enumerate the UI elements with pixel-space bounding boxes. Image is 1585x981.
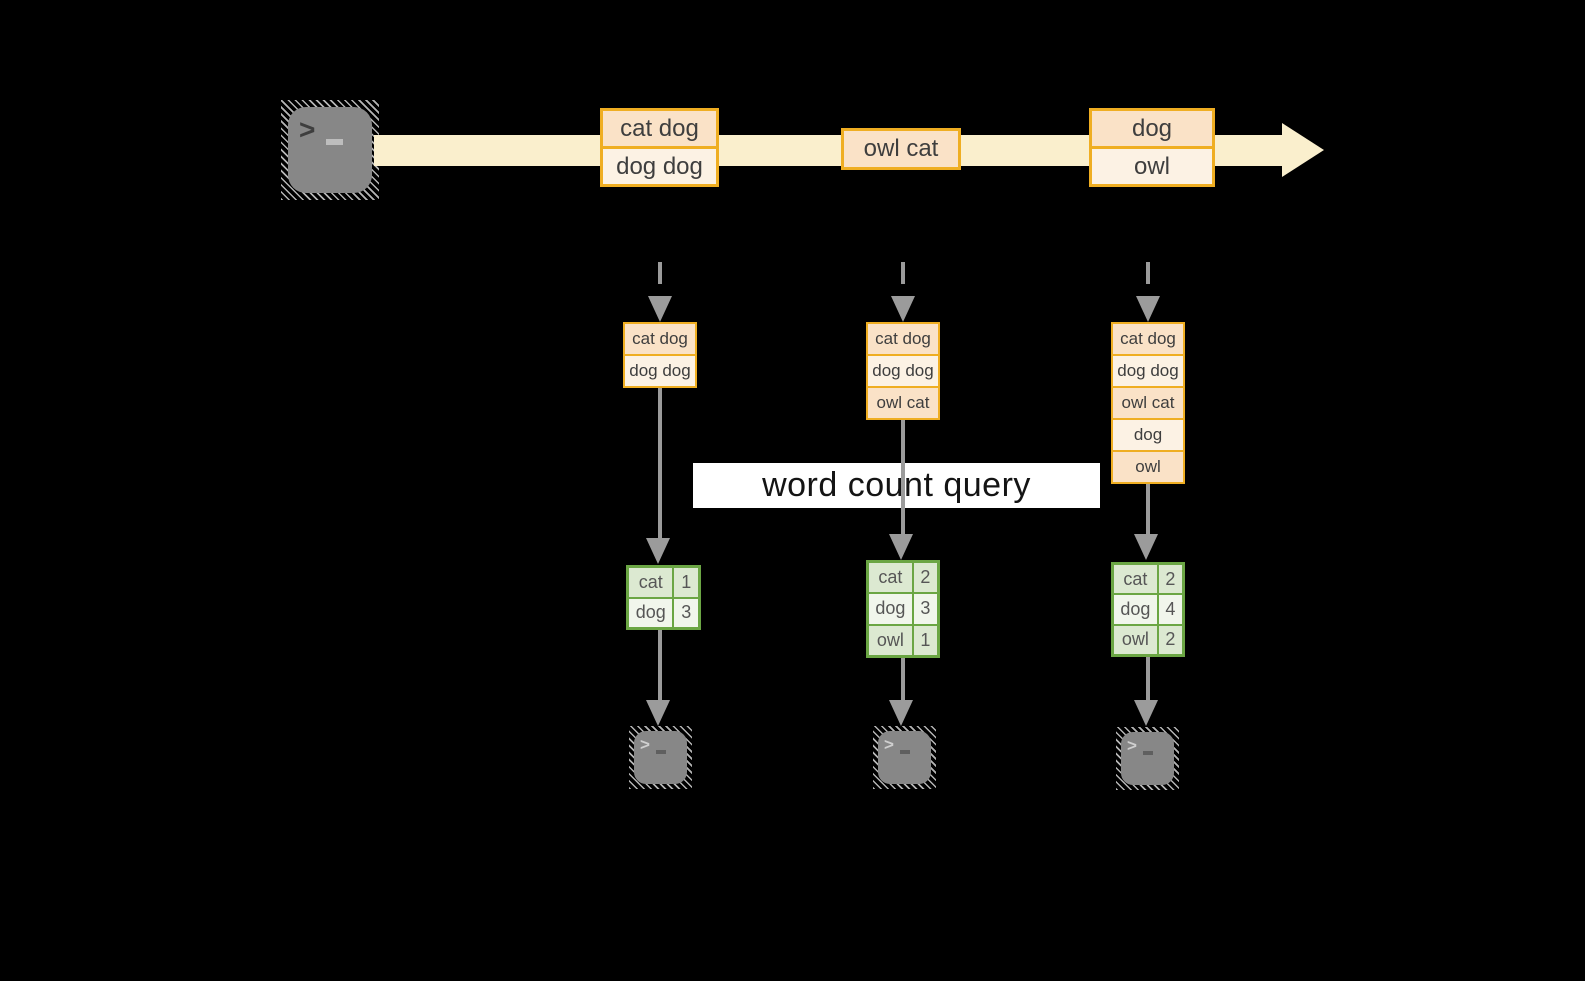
count-word: owl [1114, 625, 1157, 654]
stream-event-box-3: dog owl [1089, 108, 1215, 187]
count-word: cat [869, 563, 912, 593]
count-value: 3 [913, 594, 937, 624]
sink-terminal-icon-1: > [629, 726, 692, 789]
count-word: owl [869, 625, 912, 655]
input-stream-arrowhead-icon [1282, 123, 1324, 177]
count-value: 1 [913, 625, 937, 655]
terminal-screen: > [1121, 732, 1174, 785]
trigger-arrowhead-icon-2 [891, 296, 915, 322]
batch-item: cat dog [1113, 324, 1183, 354]
sink-terminal-icon-2: > [873, 726, 936, 789]
stream-event-box-1: cat dog dog dog [600, 108, 719, 187]
batch-item: owl cat [1113, 386, 1183, 418]
prompt-cursor-icon [326, 139, 343, 145]
query-arrowhead-icon-3 [1134, 534, 1158, 560]
sink-arrow-line-2 [901, 658, 905, 700]
batch-item: owl [1113, 450, 1183, 482]
query-arrowhead-icon-1 [646, 538, 670, 564]
prompt-chevron-icon: > [884, 735, 894, 754]
count-word: dog [1114, 595, 1157, 624]
count-table-3: cat 2 dog 4 owl 2 [1111, 562, 1185, 657]
count-table-1: cat 1 dog 3 [626, 565, 701, 630]
batch-stack-3: cat dog dog dog owl cat dog owl [1111, 322, 1185, 484]
terminal-screen: > [878, 731, 931, 784]
event-text: owl [1092, 146, 1212, 184]
prompt-cursor-icon [900, 750, 910, 754]
count-word: cat [629, 568, 673, 597]
trigger-arrow-line-3 [1146, 262, 1150, 294]
count-word: dog [869, 594, 912, 624]
terminal-screen: > [288, 107, 372, 193]
batch-stack-2: cat dog dog dog owl cat [866, 322, 940, 420]
sink-arrowhead-icon-3 [1134, 700, 1158, 726]
terminal-screen: > [634, 731, 687, 784]
sink-arrow-line-1 [658, 630, 662, 700]
stream-event-box-2: owl cat [841, 128, 961, 170]
batch-item: dog dog [625, 354, 695, 386]
query-arrowhead-icon-2 [889, 534, 913, 560]
prompt-chevron-icon: > [1127, 736, 1137, 755]
query-arrow-line-2 [901, 420, 905, 534]
query-arrow-line-3 [1146, 484, 1150, 534]
batch-item: owl cat [868, 386, 938, 418]
prompt-cursor-icon [1143, 751, 1153, 755]
batch-item: cat dog [625, 324, 695, 354]
count-value: 4 [1158, 595, 1182, 624]
batch-item: cat dog [868, 324, 938, 354]
sink-arrowhead-icon-1 [646, 700, 670, 726]
sink-arrow-line-3 [1146, 657, 1150, 700]
query-label: word count query [762, 466, 1031, 504]
batch-item: dog [1113, 418, 1183, 450]
event-text: dog dog [603, 146, 716, 184]
batch-stack-1: cat dog dog dog [623, 322, 697, 388]
count-value: 3 [674, 598, 698, 627]
event-text: dog [1092, 111, 1212, 146]
query-label-band: word count query [693, 463, 1100, 508]
count-value: 2 [1158, 565, 1182, 594]
trigger-arrow-line-2 [901, 262, 905, 294]
prompt-cursor-icon [656, 750, 666, 754]
event-text: owl cat [844, 131, 958, 167]
count-word: cat [1114, 565, 1157, 594]
sink-terminal-icon-3: > [1116, 727, 1179, 790]
source-terminal-icon: > [281, 100, 379, 200]
batch-item: dog dog [1113, 354, 1183, 386]
trigger-arrow-line-1 [658, 262, 662, 294]
count-value: 1 [674, 568, 698, 597]
query-arrow-line-1 [658, 388, 662, 538]
count-word: dog [629, 598, 673, 627]
count-table-2: cat 2 dog 3 owl 1 [866, 560, 940, 658]
sink-arrowhead-icon-2 [889, 700, 913, 726]
batch-item: dog dog [868, 354, 938, 386]
prompt-chevron-icon: > [640, 735, 650, 754]
event-text: cat dog [603, 111, 716, 146]
trigger-arrowhead-icon-1 [648, 296, 672, 322]
count-value: 2 [913, 563, 937, 593]
prompt-chevron-icon: > [299, 114, 316, 145]
trigger-arrowhead-icon-3 [1136, 296, 1160, 322]
count-value: 2 [1158, 625, 1182, 654]
